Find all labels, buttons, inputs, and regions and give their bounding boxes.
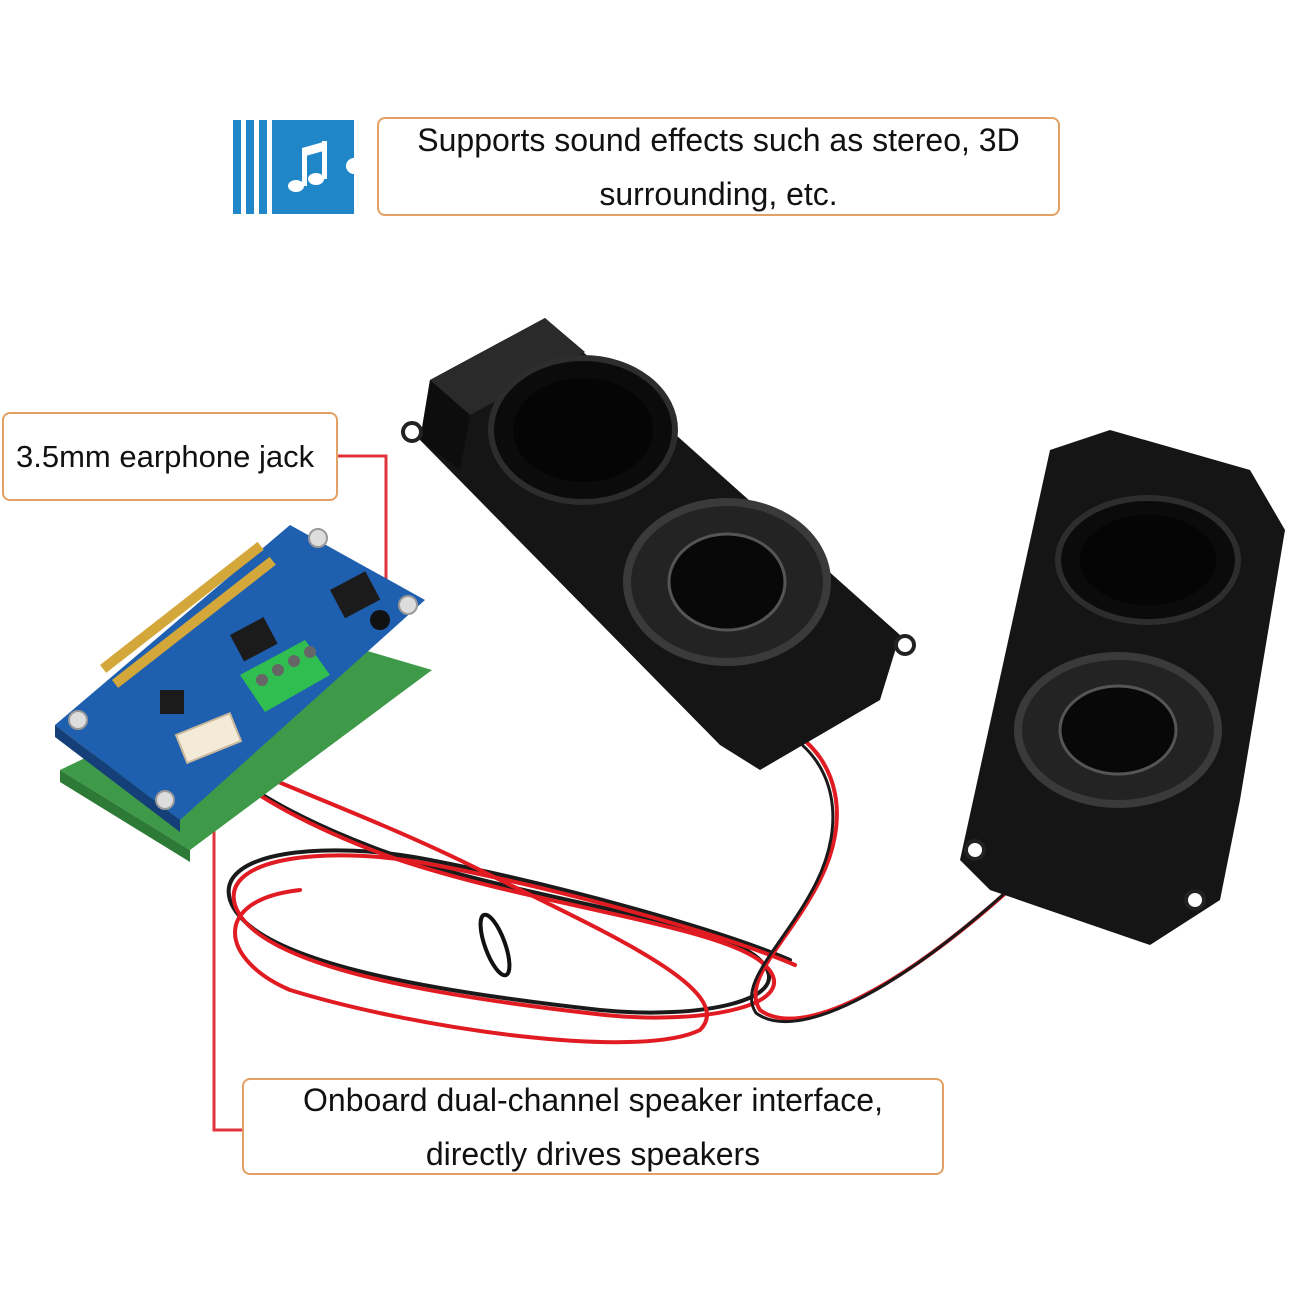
speaker-interface-line-2: directly drives speakers <box>425 1135 761 1172</box>
stereo-effects-callout: Supports sound effects such as stereo, 3… <box>377 117 1060 216</box>
speaker-wires <box>226 728 1022 1045</box>
earphone-jack-label: 3.5mm earphone jack <box>16 438 315 474</box>
music-note-icon <box>233 120 354 214</box>
stereo-effects-line-2: surrounding, etc. <box>599 175 838 212</box>
speaker-interface-callout: Onboard dual-channel speaker interface, … <box>242 1078 944 1175</box>
earphone-jack-callout: 3.5mm earphone jack <box>2 412 338 501</box>
screw-terminal <box>240 640 330 712</box>
speaker-interface-line-1: Onboard dual-channel speaker interface, <box>303 1081 883 1118</box>
speaker-connector <box>174 711 243 765</box>
speaker-left <box>401 318 916 770</box>
speaker-right <box>960 430 1285 945</box>
audio-hat-board <box>55 525 432 862</box>
stereo-effects-line-1: Supports sound effects such as stereo, 3… <box>417 121 1020 158</box>
